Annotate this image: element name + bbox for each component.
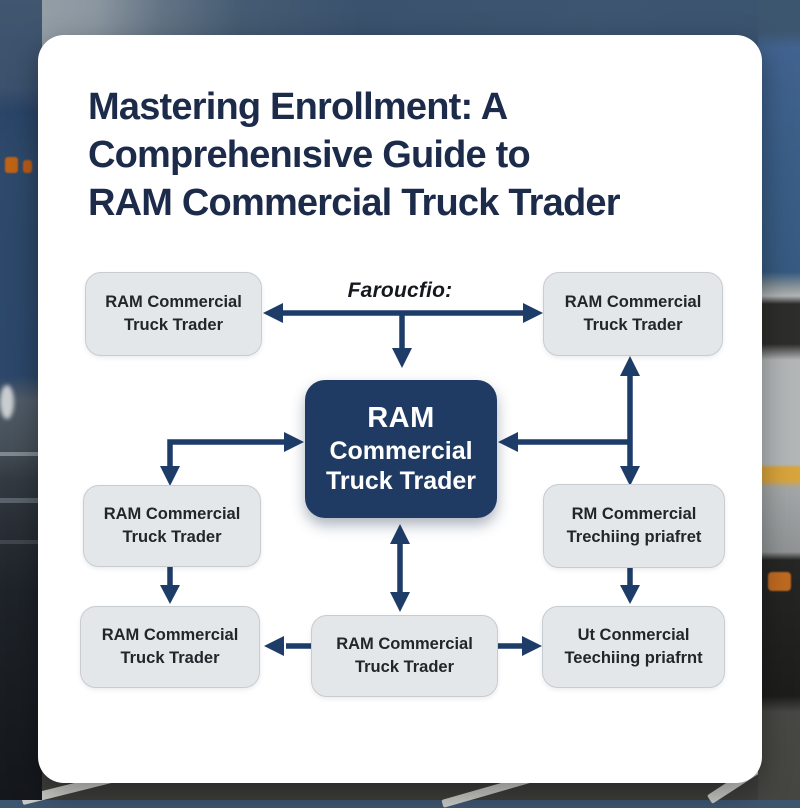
truck-reflection [0, 385, 14, 419]
arrowhead-into-bottom-right-node-left [522, 636, 542, 656]
truck-marker-light [23, 160, 32, 173]
node-top-left-line2: Truck Trader [123, 316, 224, 334]
node-bottom-left-line2: Truck Trader [120, 649, 220, 667]
node-bottom-right: Ut Conmercial Teechiing priafrnt [542, 606, 725, 688]
node-center: RAM Commercial Truck Trader [305, 380, 497, 518]
node-bottom-center-line1: RAM Commercial [336, 634, 473, 653]
truck-grille-bar [0, 452, 38, 456]
node-mid-right-line1: RM Commercial [571, 504, 697, 523]
node-bottom-right-line2: Teechiing priafrnt [564, 649, 703, 667]
arrowhead-into-bottom-left-node-top [160, 585, 180, 604]
arrowhead-into-center-node-bottom [390, 524, 410, 544]
arrowhead-into-center-node-left [284, 432, 304, 452]
arrowhead-into-top-right-node-bottom [620, 356, 640, 376]
node-top-left: RAM Commercial Truck Trader [85, 272, 262, 356]
node-top-right: RAM Commercial Truck Trader [543, 272, 723, 356]
arrowhead-into-bottom-left-node-right [264, 636, 284, 656]
node-center-line3: Truck Trader [325, 466, 477, 495]
truck-grille-bar [0, 498, 38, 503]
page-title-line3: RAM Commercial Truck Trader [88, 181, 621, 224]
node-bottom-left: RAM Commercial Truck Trader [80, 606, 260, 688]
node-mid-left-line1: RAM Commercial [103, 504, 241, 523]
node-bottom-center-line2: Truck Trader [354, 658, 455, 676]
node-mid-left-line2: Truck Trader [122, 528, 222, 546]
arrowhead-into-center-node-top [392, 348, 412, 368]
page-title-line2: Comprehenısive Guide to [88, 133, 531, 176]
arrowhead-into-top-left-node [263, 303, 283, 323]
page-title: Mastering Enrollment: A Comprehenısive G… [88, 84, 728, 228]
node-center-line1: RAM [367, 402, 435, 435]
node-mid-right: RM Commercial Trechiing priafret [543, 484, 725, 568]
page-title-line1: Mastering Enrollment: A [88, 86, 508, 128]
node-top-left-line1: RAM Commercial [105, 292, 242, 311]
arrowhead-into-bottom-right-node-top [620, 585, 640, 604]
photo-background-right-truck [758, 0, 800, 800]
arrowhead-into-mid-right-node [620, 466, 640, 486]
truck-marker-light [768, 572, 791, 591]
node-bottom-left-line1: RAM Commercial [101, 625, 239, 644]
diagram-label: Faroucfio: [347, 279, 453, 302]
connector-left-elbow [167, 439, 286, 468]
node-mid-right-line2: Trechiing priafret [566, 528, 702, 546]
truck-marker-light [5, 157, 18, 173]
node-center-line2: Commercial [329, 436, 473, 465]
node-top-right-line1: RAM Commercial [564, 292, 702, 311]
arrowhead-into-mid-left-node [160, 466, 180, 486]
node-top-right-line2: Truck Trader [583, 316, 683, 334]
node-mid-left: RAM Commercial Truck Trader [83, 485, 261, 567]
node-bottom-right-line1: Ut Conmercial [577, 625, 690, 644]
node-bottom-center: RAM Commercial Truck Trader [311, 615, 498, 697]
arrowhead-into-bottom-center-node [390, 592, 410, 612]
arrowhead-into-center-node-right [498, 432, 518, 452]
arrowhead-into-top-right-node [523, 303, 543, 323]
truck-grille-bar [0, 540, 38, 544]
